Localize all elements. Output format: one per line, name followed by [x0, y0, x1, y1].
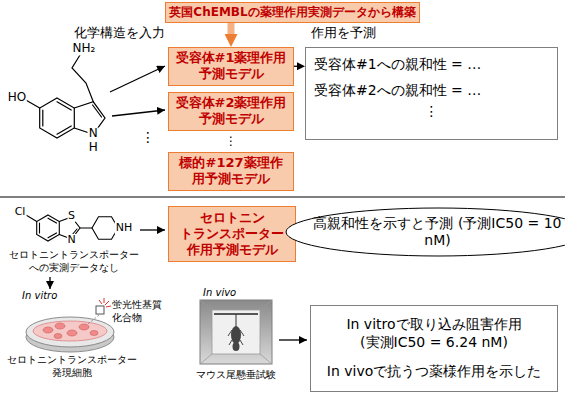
cell-layer [33, 321, 107, 341]
model-box: 受容体#1薬理作用 予測モデル [168, 47, 294, 86]
mouse-body [231, 326, 241, 344]
output-label: 作用を予測 [298, 25, 388, 41]
double-bond [93, 105, 102, 117]
node-body-text: ⋮ [314, 103, 549, 121]
atom-label: Cl [14, 206, 27, 218]
input-arrow [140, 229, 165, 230]
perspective-line [200, 300, 212, 310]
cell [43, 327, 53, 333]
chloro-bond [26, 215, 37, 222]
atom-label: NH₂ [72, 42, 97, 55]
cell [54, 334, 62, 339]
perspective-line [260, 300, 272, 310]
burst-ray [106, 306, 111, 307]
burst-ray [105, 301, 109, 305]
node-text: 英国ChEMBLの薬理作用実測データから構築 [169, 5, 416, 20]
side-chain [72, 55, 93, 102]
mouse-leg [229, 340, 232, 345]
node-text: 受容体#1薬理作用 予測モデル [172, 50, 290, 83]
atom-label: HO [7, 91, 27, 104]
cell [67, 330, 77, 336]
separator-line [0, 197, 565, 198]
result-box: In vitroで取り込み阻害作用 (実測IC50 = 6.24 nM) In v… [310, 305, 558, 392]
input-arrow [112, 110, 165, 116]
mouse-leg [240, 340, 243, 345]
model-box: セロトニン トランスポーター 作用予測モデル [168, 206, 296, 262]
node-text: 高親和性を示すと予測 (予測IC50 = 10 nM) [307, 215, 565, 250]
cell [55, 323, 65, 329]
result-arrow [279, 339, 307, 340]
compound-note: セロトニントランスポーター への実測データなし [4, 249, 144, 274]
source-box: 英国ChEMBLの薬理作用実測データから構築 [165, 2, 420, 23]
prediction-ellipse: 高親和性を示すと予測 (予測IC50 = 10 nM) [285, 207, 565, 257]
node-text: セロトニン トランスポーター 作用予測モデル [172, 210, 292, 259]
serotonin-structure [24, 55, 105, 138]
benzene-ring [40, 98, 75, 138]
cell [90, 331, 98, 336]
burst-ray [99, 300, 102, 304]
fluorescence-burst [99, 298, 111, 307]
ellipsis-mark: ⋮ [225, 134, 237, 149]
cell [79, 324, 89, 330]
atom-label: S [67, 210, 76, 222]
node-text: 受容体#1への親和性 = … [314, 56, 549, 74]
mouse-head [233, 342, 240, 351]
section-label: In vivo [203, 287, 236, 300]
double-bond [42, 110, 43, 126]
benzene-ring [37, 215, 60, 241]
node-text: 受容体#2薬理作用 予測モデル [172, 95, 290, 128]
input-arrow [110, 66, 165, 92]
ellipse-shape [286, 208, 565, 256]
atom-label: NH [115, 222, 134, 234]
figure-caption: マウス尾懸垂試験 [191, 369, 281, 382]
mouse-leg [240, 330, 244, 336]
atom-label: H [88, 141, 99, 154]
double-bond [57, 102, 71, 110]
figure-caption: セロトニントランスポーター 発現細胞 [4, 354, 140, 379]
mouse-legs [228, 330, 244, 345]
connector-arrow [228, 23, 235, 34]
box-back-wall [212, 310, 260, 354]
leader-line [88, 315, 99, 324]
node-body-text: In vivoで抗うつ薬様作用を示した [319, 363, 549, 381]
model-box: 標的#127薬理作 用予測モデル [168, 152, 294, 191]
node-text: 標的#127薬理作 用予測モデル [172, 155, 290, 188]
perspective-line [260, 354, 272, 364]
output-box: 受容体#1への親和性 = … 受容体#2への親和性 = … ⋮ [305, 47, 558, 140]
atom-label: N [66, 234, 76, 246]
callout-label: 蛍光性基質 化合物 [112, 299, 170, 324]
down-arrow [49, 277, 50, 289]
connector-arrow [294, 66, 297, 67]
double-bond [57, 126, 71, 134]
double-bond [48, 218, 57, 223]
perspective-line [200, 354, 212, 364]
substrate-icon [96, 306, 104, 314]
burst-ray [104, 298, 105, 303]
mouse-leg [228, 330, 232, 336]
petri-dish [26, 317, 114, 347]
single-bond [80, 227, 92, 228]
section-label: In vitro [22, 290, 57, 303]
atom-label: N [88, 128, 99, 141]
double-bond [48, 233, 57, 238]
mouse-tail [236, 314, 237, 327]
node-body-text: 受容体#2への親和性 = … [314, 82, 549, 100]
test-box [200, 300, 272, 364]
input-label: 化学構造を入力 [72, 25, 167, 41]
ellipsis-mark: ⋮ [141, 129, 155, 147]
node-text: In vitroで取り込み阻害作用 (実測IC50 = 6.24 nM) [319, 316, 549, 351]
double-bond [39, 223, 40, 233]
perspective-lines [200, 300, 272, 364]
cells [43, 323, 98, 339]
model-box: 受容体#2薬理作用 予測モデル [168, 92, 294, 131]
